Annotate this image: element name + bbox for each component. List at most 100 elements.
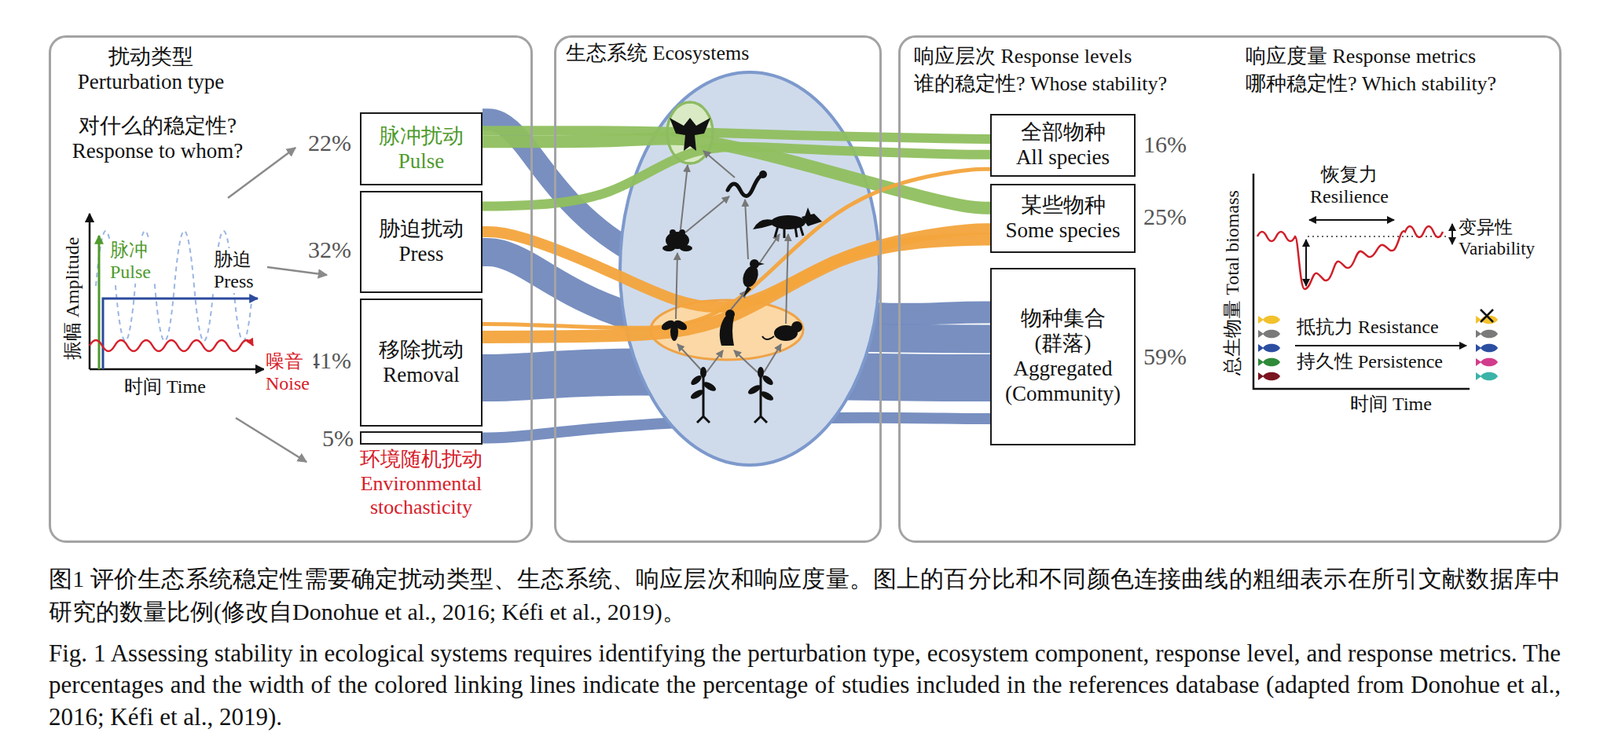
noise-line bbox=[89, 340, 254, 352]
panel-heading: 对什么的稳定性? Response to whom? bbox=[70, 113, 245, 165]
pulse-line bbox=[98, 235, 101, 370]
trophic-arrow bbox=[706, 350, 723, 373]
bird-beak bbox=[758, 262, 765, 266]
plant-stem bbox=[754, 372, 767, 423]
plant-leaf bbox=[700, 366, 707, 378]
basal-level-ellipse bbox=[650, 300, 804, 360]
metric-label: 变异性 Variability bbox=[1458, 216, 1538, 260]
ecosystem-panel: 生态系统 Ecosystems bbox=[554, 35, 882, 544]
snake-head bbox=[759, 170, 767, 179]
fox-ear bbox=[804, 207, 812, 217]
fish-icon bbox=[1475, 330, 1498, 339]
percent-label: 22% bbox=[308, 128, 352, 157]
percent-label: 41% bbox=[308, 346, 352, 375]
flow-band bbox=[482, 139, 991, 209]
percent-label: 32% bbox=[308, 235, 352, 264]
trophic-arrow bbox=[703, 150, 735, 178]
panel-heading: 谁的稳定性? Whose stability? bbox=[913, 72, 1167, 97]
axis-label: 时间 Time bbox=[1350, 392, 1432, 415]
panel-heading: 响应层次 Response levels bbox=[913, 44, 1132, 70]
fox-tail bbox=[752, 219, 774, 230]
box-heading: 环境随机扰动 Environmental stochasticity bbox=[359, 447, 485, 521]
perturbation-panel: 脉冲扰动 Pulse胁迫扰动 Press移除扰动 Removal环境随机扰动 E… bbox=[48, 35, 533, 544]
frog-eye bbox=[678, 229, 686, 236]
box-text: 移除扰动 Removal bbox=[377, 337, 466, 389]
axis-label: 时间 Time bbox=[124, 375, 206, 398]
resistance-arrow bbox=[1305, 239, 1307, 287]
plant-leaf bbox=[689, 374, 703, 387]
variability-arrow bbox=[1451, 223, 1454, 245]
metric-label: 抵抗力 Resistance bbox=[1296, 315, 1439, 338]
fish-icon bbox=[1475, 344, 1498, 353]
panel-heading: 扰动类型 Perturbation type bbox=[76, 44, 226, 96]
percent-label: 25% bbox=[1143, 202, 1187, 231]
panel-heading: 响应度量 Response metrics bbox=[1245, 44, 1476, 70]
box-text: 物种集合 (群落) Aggregated (Community) bbox=[1004, 306, 1123, 407]
metric-label: 持久性 Persistence bbox=[1296, 350, 1443, 373]
fish-icon bbox=[1475, 372, 1498, 382]
trophic-arrow bbox=[763, 344, 782, 373]
flow-band bbox=[482, 238, 991, 338]
plant-leaf bbox=[701, 380, 718, 393]
panel-heading: 哪种稳定性? Which stability? bbox=[1245, 72, 1497, 97]
snake-icon bbox=[727, 176, 763, 197]
trophic-arrow bbox=[677, 344, 704, 373]
extinction-cross bbox=[1480, 309, 1494, 323]
caption-text: Fig. 1 Assessing stability in ecological… bbox=[48, 638, 1561, 734]
pointer-arrow bbox=[235, 418, 307, 463]
fish-icon bbox=[1258, 358, 1281, 367]
insect-wing bbox=[672, 318, 690, 333]
caption-text: 图1 评价生态系统稳定性需要确定扰动类型、生态系统、响应层次和响应度量。图上的百… bbox=[48, 562, 1561, 629]
fox-legs bbox=[774, 225, 804, 239]
eagle-icon bbox=[669, 117, 711, 151]
percent-label: 59% bbox=[1143, 342, 1187, 371]
animal-silhouettes bbox=[660, 117, 823, 423]
flow-band bbox=[482, 252, 991, 339]
box-text: 全部物种 All species bbox=[1014, 120, 1112, 171]
fish-icon bbox=[1475, 315, 1498, 325]
plant-leaf bbox=[760, 374, 775, 387]
trophic-arrow bbox=[744, 199, 749, 260]
y-axis bbox=[88, 213, 92, 370]
perturbation-box: 环境随机扰动 Environmental stochasticity bbox=[359, 431, 483, 445]
response-box: 全部物种 All species bbox=[990, 113, 1136, 177]
box-text: 脉冲扰动 Pulse bbox=[377, 124, 466, 175]
rodent-tail bbox=[762, 336, 775, 340]
response-box: 某些物种 Some species bbox=[990, 183, 1136, 254]
fish-icon bbox=[1258, 330, 1281, 339]
baseline bbox=[1307, 235, 1446, 238]
axis-label: 振幅 Amplitude bbox=[61, 237, 84, 361]
x-axis bbox=[89, 368, 265, 371]
resilience-arrow bbox=[1309, 219, 1395, 221]
trophic-arrow bbox=[733, 350, 758, 373]
insect-icon bbox=[670, 322, 679, 342]
curve-label: 脉冲 Pulse bbox=[108, 238, 156, 284]
weasel-head bbox=[725, 309, 735, 320]
ecosystem-ellipse bbox=[620, 72, 880, 466]
percent-label: 5% bbox=[322, 424, 354, 452]
plant-leaf bbox=[757, 366, 764, 378]
fish-icon bbox=[1258, 315, 1281, 325]
trophic-arrow bbox=[685, 196, 730, 233]
top-predator-outline bbox=[667, 102, 713, 164]
top-predator-circle bbox=[667, 102, 713, 164]
fox-icon bbox=[770, 215, 806, 230]
box-text: 某些物种 Some species bbox=[1004, 193, 1123, 244]
trophic-arrow bbox=[785, 234, 789, 324]
weasel-icon bbox=[719, 314, 734, 346]
frog-leg bbox=[662, 245, 676, 252]
fish-icon bbox=[1258, 372, 1281, 382]
trophic-arrow bbox=[680, 165, 688, 230]
flow-band bbox=[482, 146, 991, 207]
frog-eye bbox=[669, 229, 676, 236]
plant-leaf bbox=[759, 389, 775, 403]
curve-label: 噪音 Noise bbox=[264, 350, 314, 396]
frog-leg bbox=[679, 245, 693, 252]
fish-icon bbox=[1258, 344, 1281, 353]
insect-wing bbox=[660, 318, 677, 333]
